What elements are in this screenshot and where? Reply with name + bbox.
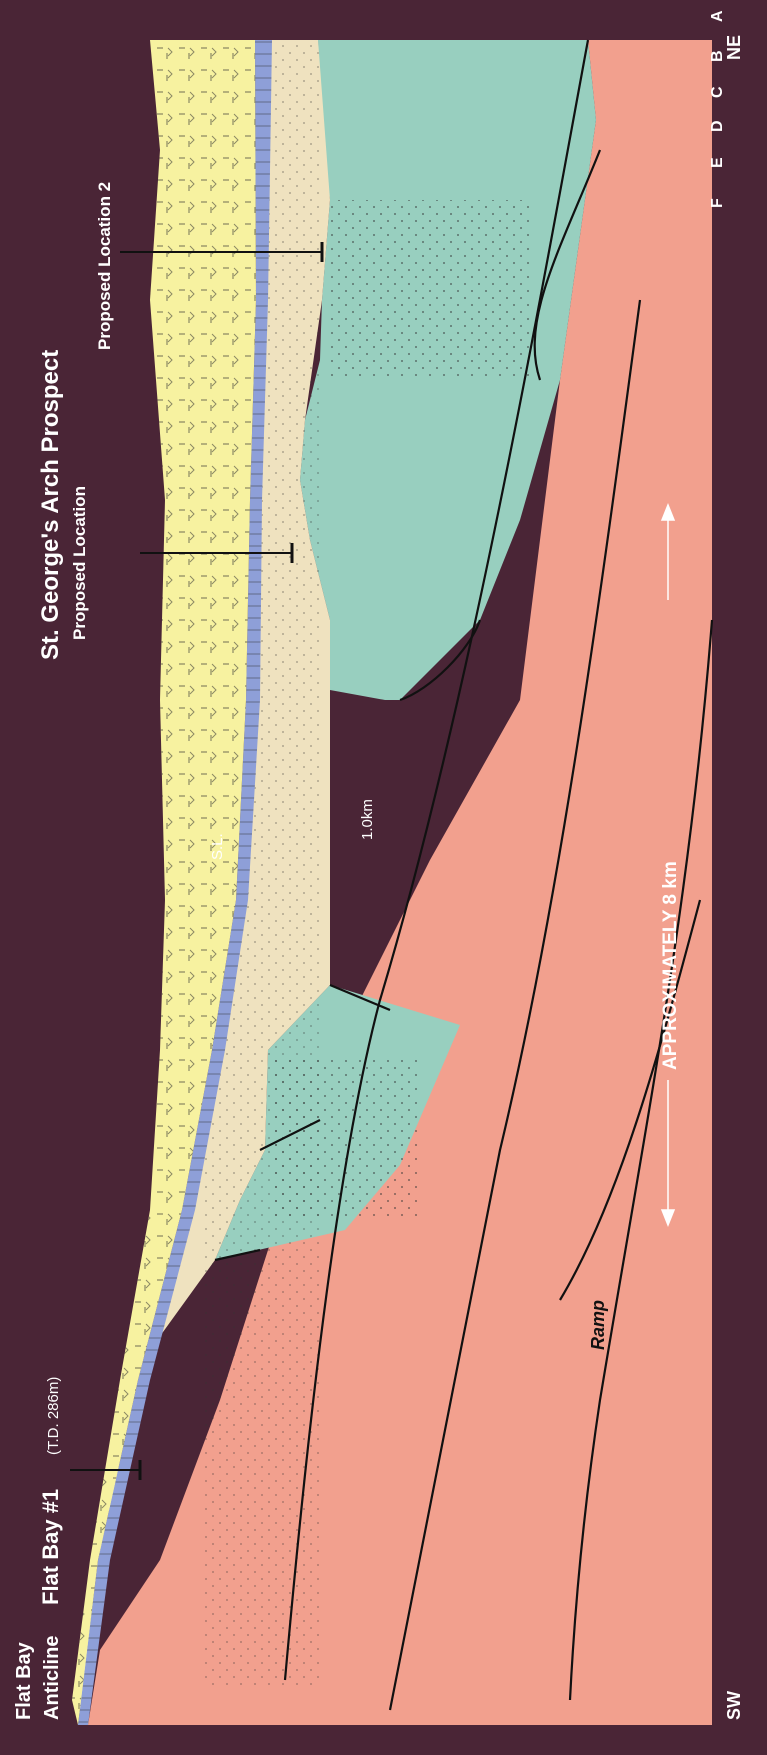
unit-legend: A — [709, 10, 726, 22]
unit-letter-c: C — [709, 86, 726, 98]
direction-ne-label: NE — [724, 35, 744, 60]
prospect-title: St. George's Arch Prospect — [37, 350, 64, 660]
anticline-label-line1: Flat Bay — [13, 1641, 35, 1720]
well1-name: Flat Bay #1 — [38, 1489, 63, 1605]
unit-letter-d: D — [709, 120, 726, 132]
unit-letter-e: E — [709, 157, 726, 168]
scale-label: APPROXIMATELY 8 km — [660, 861, 681, 1070]
unit-letter-b: B — [709, 50, 726, 62]
direction-sw-label: SW — [724, 1691, 744, 1720]
anticline-label-line2: Anticline — [41, 1636, 63, 1720]
sea-level-label: S.L. — [209, 833, 226, 860]
proposed-location-label: Proposed Location — [70, 486, 89, 640]
unit-letter-f: F — [709, 198, 726, 208]
section-panel — [72, 40, 712, 1725]
well1-td: (T.D. 286m) — [45, 1377, 62, 1455]
unit-letter-a: A — [709, 10, 726, 22]
proposed-location-2-label: Proposed Location 2 — [95, 182, 114, 350]
depth-1km-label: 1.0km — [359, 799, 376, 840]
ramp-label: Ramp — [588, 1300, 608, 1350]
